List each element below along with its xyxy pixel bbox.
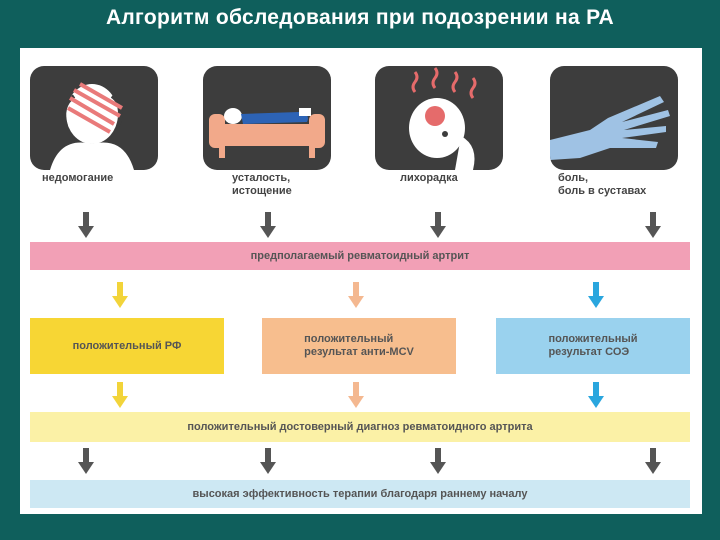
symptom-label: боль, боль в суставах xyxy=(558,172,718,198)
person-headache-icon xyxy=(30,66,158,170)
slide-title: Алгоритм обследования при подозрении на … xyxy=(0,6,720,30)
symptom-label: недомогание xyxy=(42,172,202,185)
down-arrow-icon xyxy=(112,282,128,308)
symptom-label: усталость, истощение xyxy=(232,172,392,198)
down-arrow-icon xyxy=(645,212,661,238)
person-on-sofa-icon xyxy=(203,66,331,170)
symptom-label: лихорадка xyxy=(400,172,560,185)
down-arrow-icon xyxy=(348,382,364,408)
down-arrow-icon xyxy=(588,382,604,408)
down-arrow-icon xyxy=(430,448,446,474)
down-arrow-icon xyxy=(260,448,276,474)
down-arrow-icon xyxy=(112,382,128,408)
down-arrow-icon xyxy=(645,448,661,474)
diagnosis-band: положительный достоверный диагноз ревмат… xyxy=(30,412,690,442)
down-arrow-icon xyxy=(588,282,604,308)
down-arrow-icon xyxy=(260,212,276,238)
down-arrow-icon xyxy=(430,212,446,238)
algorithm-diagram: недомогание усталость, истощение лихорад… xyxy=(20,48,702,514)
down-arrow-icon xyxy=(78,212,94,238)
positive-rf-box: положительный РФ xyxy=(30,318,224,374)
suspected-ra-band: предполагаемый ревматоидный артрит xyxy=(30,242,690,270)
fever-head-icon xyxy=(375,66,503,170)
positive-esr-box: положительный результат СОЭ xyxy=(496,318,690,374)
down-arrow-icon xyxy=(78,448,94,474)
positive-anti-mcv-box: положительный результат анти-MCV xyxy=(262,318,456,374)
hand-icon xyxy=(550,66,678,170)
therapy-band: высокая эффективность терапии благодаря … xyxy=(30,480,690,508)
down-arrow-icon xyxy=(348,282,364,308)
